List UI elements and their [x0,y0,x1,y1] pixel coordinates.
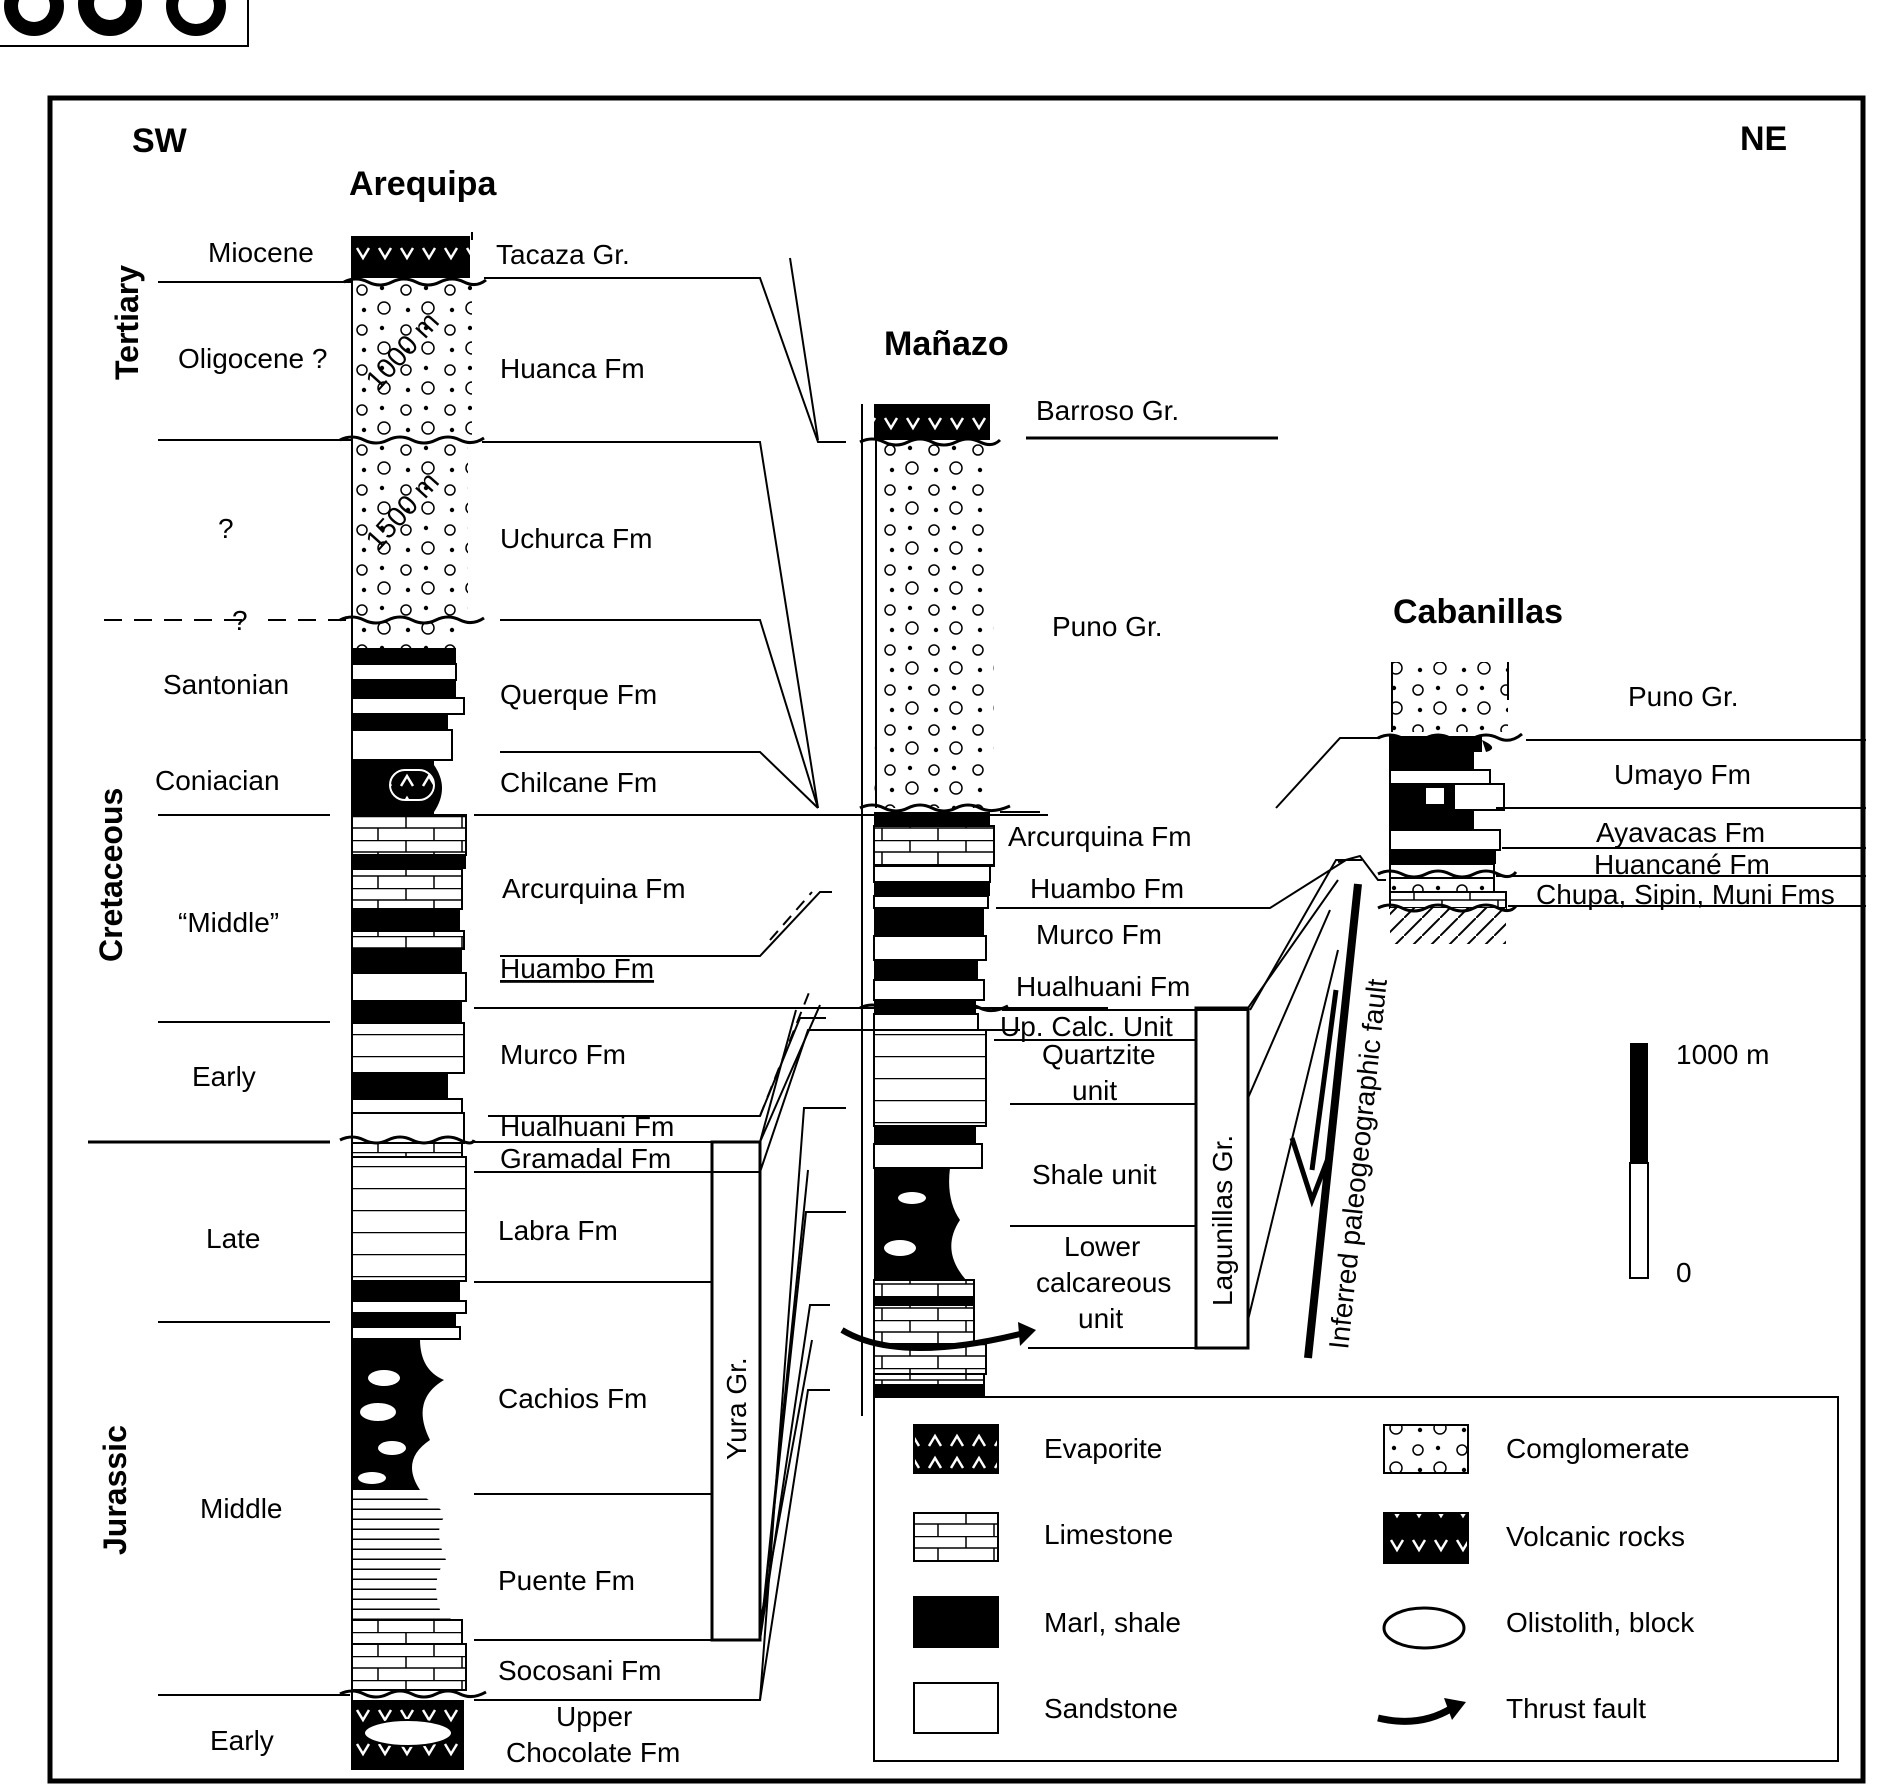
legend-swatch-olistolith [1382,1606,1466,1650]
age-early-jurassic: Early [210,1725,274,1756]
column-title-manazo: Mañazo [884,325,1009,363]
legend-swatch-marl [913,1596,999,1648]
unit-cachios: Cachios Fm [498,1383,647,1414]
unit-upper-chocolate-line2: Chocolate Fm [506,1737,680,1768]
fault-label: Inferred paleogeographic fault [1323,977,1393,1350]
legend-label-limestone: Limestone [1044,1519,1173,1550]
age-boundary-question: ? [232,605,248,636]
scale-top-label: 1000 m [1676,1039,1769,1070]
unit-tacaza: Tacaza Gr. [496,239,630,270]
era-jurassic: Jurassic [97,1425,133,1555]
age-boundaries [88,281,352,1696]
age-late-jurassic: Late [206,1223,261,1254]
unit-huancane: Huancané Fm [1594,849,1770,880]
unit-hualhuani-arequipa: Hualhuani Fm [500,1111,674,1142]
unit-ayavacas: Ayavacas Fm [1596,817,1765,848]
unit-lower-calcareous-line2: calcareous [1036,1267,1171,1298]
unit-puente: Puente Fm [498,1565,635,1596]
unit-upper-chocolate-line1: Upper [556,1701,632,1732]
unit-quartzite-line2: unit [1072,1075,1117,1106]
unit-huanca: Huanca Fm [500,353,645,384]
legend-label-thrust: Thrust fault [1506,1693,1646,1724]
unit-socosani: Socosani Fm [498,1655,661,1686]
arequipa-column [339,236,487,1770]
group-lagunillas: Lagunillas Gr. [1207,1135,1238,1306]
unit-quartzite-line1: Quartzite [1042,1039,1156,1070]
unit-murco-arequipa: Murco Fm [500,1039,626,1070]
age-middle-cretaceous: “Middle” [178,907,279,938]
unit-hualhuani-manazo: Hualhuani Fm [1016,971,1190,1002]
era-tertiary: Tertiary [109,265,145,380]
legend-swatch-evaporite [913,1424,999,1474]
manazo-column [840,404,1036,1417]
column-title-arequipa: Arequipa [349,165,497,203]
cabanillas-column [1377,662,1523,944]
unit-lower-calcareous-line3: unit [1078,1303,1123,1334]
group-yura: Yura Gr. [721,1357,752,1460]
direction-sw: SW [132,122,188,160]
unit-puno-manazo: Puno Gr. [1052,611,1163,642]
scale-bottom-label: 0 [1676,1257,1692,1288]
arequipa-unit-lines [471,232,1108,1701]
unit-umayo: Umayo Fm [1614,759,1751,790]
direction-ne: NE [1740,120,1787,158]
legend-label-evaporite: Evaporite [1044,1433,1162,1464]
legend-label-marl: Marl, shale [1044,1607,1181,1638]
unit-chupa-sipin-muni: Chupa, Sipin, Muni Fms [1536,879,1835,910]
legend-label-conglomerate: Comglomerate [1506,1433,1690,1464]
unit-uchurca: Uchurca Fm [500,523,652,554]
scale-bar [1629,1043,1649,1279]
unit-arcurquina-manazo: Arcurquina Fm [1008,821,1192,852]
unit-chilcane: Chilcane Fm [500,767,657,798]
age-santonian: Santonian [163,669,289,700]
legend-swatch-thrust [1377,1704,1454,1725]
legend-label-sandstone: Sandstone [1044,1693,1178,1724]
logo-fragment [0,0,249,47]
legend-label-volcanic: Volcanic rocks [1506,1521,1685,1552]
legend-swatch-volcanic [1383,1512,1469,1564]
unit-huambo-arequipa: Huambo Fm [500,953,654,984]
unit-huambo-manazo: Huambo Fm [1030,873,1184,904]
unit-puno-cabanillas: Puno Gr. [1628,681,1739,712]
age-oligocene: Oligocene ? [178,343,327,374]
unit-labra: Labra Fm [498,1215,618,1246]
unit-upper-calcareous: Up. Calc. Unit [1000,1011,1173,1042]
legend-swatch-conglomerate [1383,1424,1469,1474]
cabanillas-unit-lines [1249,737,1866,1011]
unit-gramadal: Gramadal Fm [500,1143,671,1174]
unit-arcurquina-arequipa: Arcurquina Fm [502,873,686,904]
legend-swatch-limestone [913,1512,999,1562]
unit-murco-manazo: Murco Fm [1036,919,1162,950]
age-coniacian: Coniacian [155,765,280,796]
age-middle-jurassic: Middle [200,1493,282,1524]
column-title-cabanillas: Cabanillas [1393,593,1563,631]
unit-querque: Querque Fm [500,679,657,710]
unit-barroso: Barroso Gr. [1036,395,1179,426]
legend-swatch-sandstone [913,1682,999,1734]
age-miocene: Miocene [208,237,314,268]
inferred-fault [1289,883,1362,1359]
age-unknown: ? [218,513,234,544]
era-cretaceous: Cretaceous [93,788,129,962]
age-early-cretaceous: Early [192,1061,256,1092]
unit-shale: Shale unit [1032,1159,1157,1190]
legend [873,1396,1839,1762]
legend-label-olistolith: Olistolith, block [1506,1607,1695,1638]
unit-lower-calcareous-line1: Lower [1064,1231,1140,1262]
figure-frame [47,95,1866,1784]
